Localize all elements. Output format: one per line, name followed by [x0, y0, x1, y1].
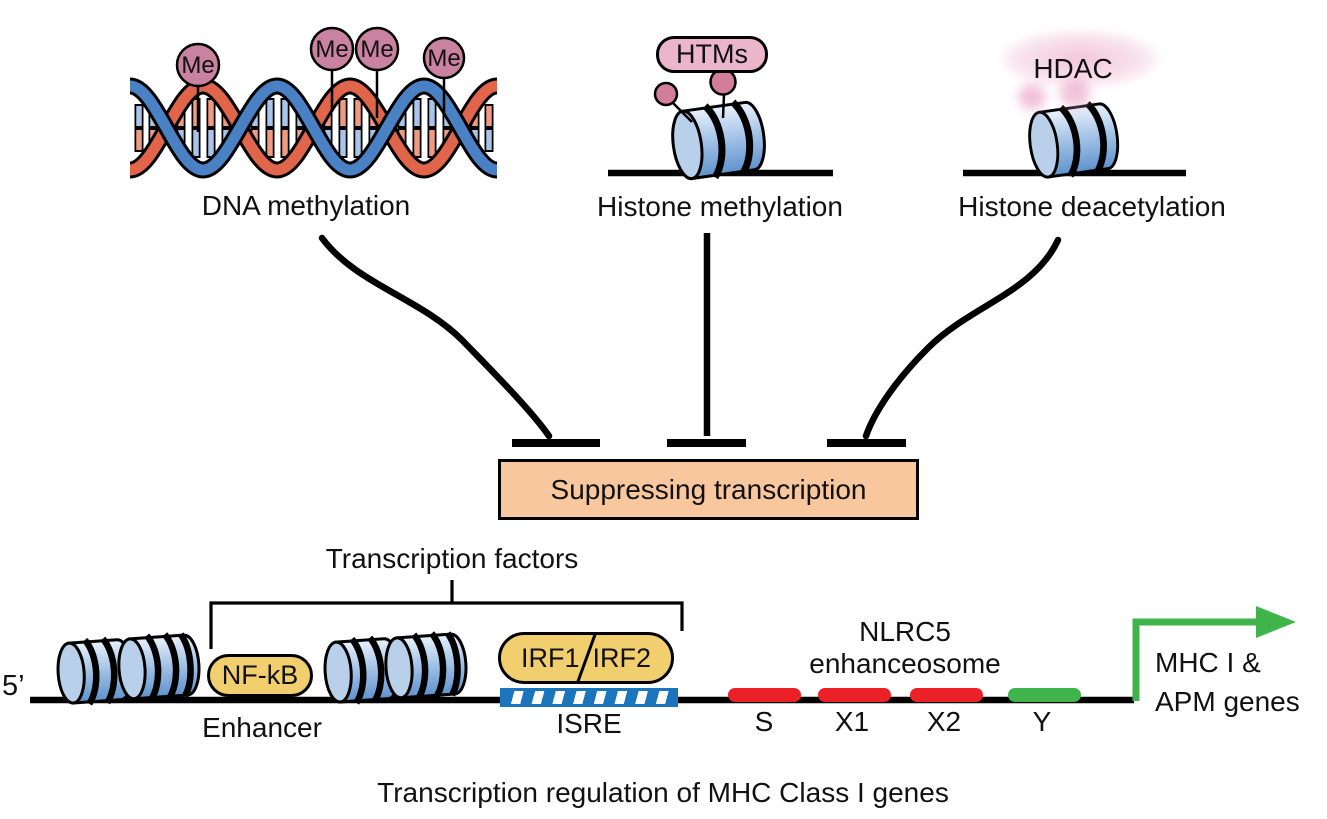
dna-methylation-label: DNA methylation	[201, 190, 411, 221]
histone-deacetylation-label: Histone deacetylation	[958, 191, 1226, 222]
transcription-start-arrow	[1132, 606, 1296, 701]
nfkb-factor-pill: NF-kB	[207, 654, 313, 697]
inhibit-line-dna-methylation	[318, 234, 553, 440]
isre-element	[500, 688, 678, 707]
hdac-label: HDAC	[1033, 53, 1113, 84]
figure-caption: Transcription regulation of MHC Class I …	[377, 777, 949, 808]
fading-acetyl-dot	[1018, 84, 1046, 110]
methyl-dot	[653, 81, 679, 107]
element-x1-label: X1	[834, 706, 870, 737]
nfkb-label: NF-kB	[221, 660, 299, 690]
methyl-dot	[709, 68, 737, 96]
output-genes-line1: MHC I &	[1155, 647, 1261, 678]
promoter-element-x1	[818, 688, 891, 702]
transcription-factors-label: Transcription factors	[325, 543, 579, 574]
irf-factor-pill: IRF1 IRF2	[498, 632, 674, 684]
promoter-element-y	[1008, 688, 1081, 702]
me-circle	[175, 42, 221, 88]
me-circle	[354, 26, 400, 72]
isre-label: ISRE	[556, 708, 622, 739]
suppressing-transcription-label: Suppressing transcription	[550, 473, 867, 505]
element-x2-label: X2	[926, 706, 962, 737]
me-mark-label: Me	[315, 36, 348, 63]
me-mark-label: Me	[181, 52, 214, 79]
dna-methyl-marks: Me Me Me Me	[175, 26, 466, 132]
dna-helix-illustration	[127, 77, 500, 179]
me-circle	[422, 36, 466, 80]
histone-methylation-illustration	[608, 68, 833, 183]
suppressing-transcription-box: Suppressing transcription	[498, 459, 919, 520]
nucleosome-cluster	[323, 631, 468, 705]
element-s-label: S	[754, 706, 774, 737]
inhibit-line-histone-deacetylation	[862, 236, 1062, 440]
enhancer-label: Enhancer	[202, 712, 322, 743]
nlrc5-label-line2: enhanceosome	[809, 648, 1001, 680]
me-mark-label: Me	[427, 45, 460, 72]
element-y-label: Y	[1032, 706, 1052, 737]
htms-label: HTMs	[676, 39, 748, 69]
output-genes-line2: APM genes	[1155, 685, 1300, 717]
five-prime-label: 5’	[2, 670, 25, 702]
output-genes-label: MHC I & APM genes	[1155, 644, 1300, 721]
nlrc5-enhanceosome-label: NLRC5 enhanceosome	[780, 616, 1030, 680]
inhibition-connectors	[318, 233, 1062, 447]
me-mark-label: Me	[360, 36, 393, 63]
htms-enzyme-pill: HTMs	[656, 36, 768, 73]
me-circle	[309, 26, 355, 72]
histone-methylation-label: Histone methylation	[597, 191, 843, 222]
transcription-factors-bracket	[209, 580, 684, 649]
nucleosome-cluster	[56, 632, 201, 706]
hdac-glow	[1000, 30, 1160, 88]
promoter-element-x2	[910, 688, 983, 702]
fading-acetyl-dot	[1060, 79, 1090, 107]
irf2-label: IRF2	[592, 642, 652, 673]
histone-deacetylation-illustration	[963, 100, 1186, 181]
promoter-element-s	[728, 688, 801, 702]
nlrc5-label-line1: NLRC5	[859, 616, 951, 647]
irf1-label: IRF1	[520, 642, 580, 673]
